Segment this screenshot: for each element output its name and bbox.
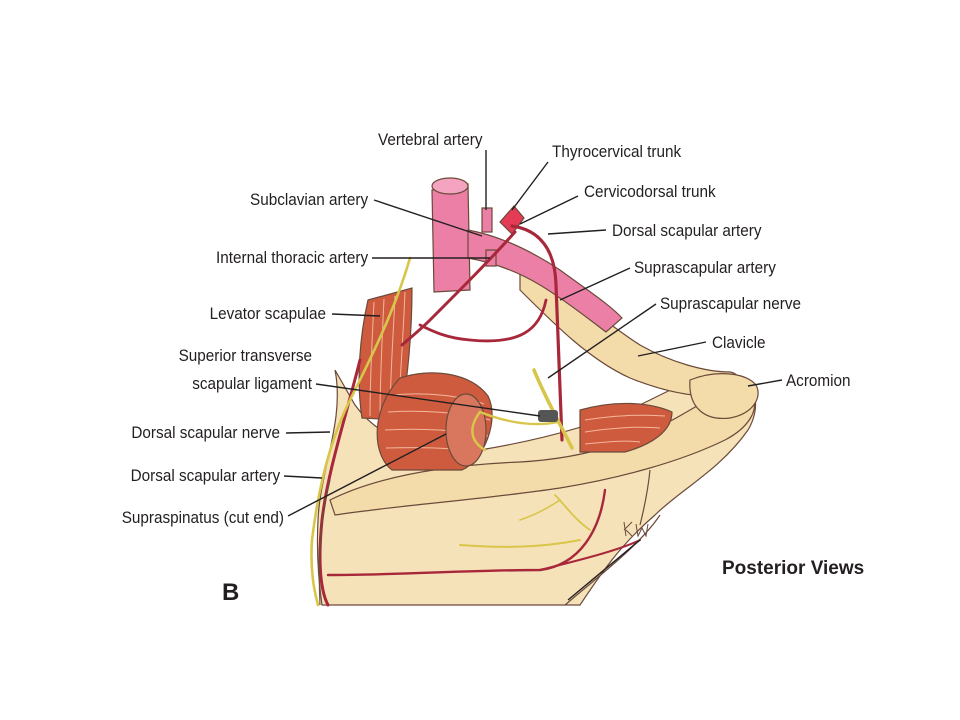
panel-letter: B bbox=[222, 579, 239, 606]
label-vertebral-artery: Vertebral artery bbox=[378, 130, 483, 149]
label-supraspinatus-cut-end: Supraspinatus (cut end) bbox=[122, 508, 284, 527]
label-suprascapular-artery: Suprascapular artery bbox=[634, 258, 777, 277]
label-subclavian-artery: Subclavian artery bbox=[250, 190, 369, 209]
label-internal-thoracic-artery: Internal thoracic artery bbox=[216, 248, 369, 267]
label-thyrocervical-trunk: Thyrocervical trunk bbox=[552, 142, 682, 161]
label-superior-transverse-line2: scapular ligament bbox=[192, 374, 312, 393]
leader-supraspinatus-cut-end bbox=[287, 433, 447, 517]
dorsal-scapular-artery-vessel bbox=[510, 224, 564, 442]
dorsal-scapular-nerve-vessel bbox=[310, 256, 412, 607]
labels: Vertebral artery Thyrocervical trunk Cer… bbox=[122, 130, 865, 606]
label-superior-transverse-line1: Superior transverse bbox=[179, 346, 312, 365]
suprascapular-artery-vessel bbox=[400, 230, 517, 347]
leader-cervicodorsal-trunk bbox=[519, 195, 579, 225]
illustration bbox=[310, 177, 759, 607]
leader-dorsal-scapular-nerve bbox=[285, 431, 331, 434]
supraspinatus-cut-surface bbox=[445, 393, 487, 467]
label-cervicodorsal-trunk: Cervicodorsal trunk bbox=[584, 182, 717, 201]
leader-suprascapular-artery bbox=[559, 267, 631, 301]
artist-signature bbox=[623, 521, 649, 538]
leader-suprascapular-nerve bbox=[547, 303, 657, 379]
subclavian-vessel bbox=[431, 183, 471, 293]
leader-clavicle bbox=[637, 341, 707, 357]
leader-signature bbox=[567, 539, 641, 601]
leader-superior-transverse-ligament bbox=[315, 383, 541, 417]
label-clavicle: Clavicle bbox=[712, 333, 766, 352]
leader-subclavian-artery bbox=[373, 199, 483, 237]
suprascapular-nerve-vessel bbox=[532, 368, 574, 450]
leader-levator-scapulae bbox=[331, 313, 381, 317]
label-suprascapular-nerve: Suprascapular nerve bbox=[660, 294, 801, 313]
superior-transverse-ligament bbox=[538, 410, 558, 422]
label-acromion: Acromion bbox=[786, 371, 851, 390]
leader-dorsal-scapular-artery-top bbox=[547, 229, 607, 235]
view-caption: Posterior Views bbox=[722, 558, 864, 579]
label-dorsal-scapular-artery-bottom: Dorsal scapular artery bbox=[131, 466, 281, 485]
leader-acromion bbox=[747, 379, 783, 387]
leader-lines bbox=[283, 150, 783, 601]
leader-thyrocervical-trunk bbox=[511, 161, 549, 211]
label-dorsal-scapular-artery-top: Dorsal scapular artery bbox=[612, 221, 762, 240]
subclavian-branch bbox=[467, 229, 623, 333]
label-dorsal-scapular-nerve: Dorsal scapular nerve bbox=[131, 423, 280, 442]
leader-dorsal-scapular-artery-bottom bbox=[283, 475, 323, 479]
acromion bbox=[689, 373, 759, 420]
label-levator-scapulae: Levator scapulae bbox=[210, 304, 326, 323]
